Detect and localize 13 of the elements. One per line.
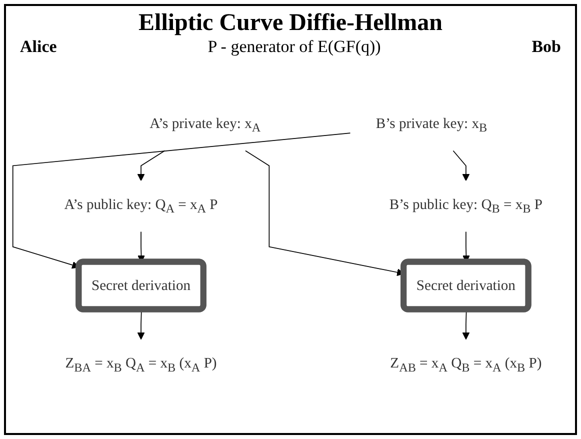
arrow [137, 150, 166, 182]
arrow [12, 132, 351, 269]
diagram-title: Elliptic Curve Diffie-Hellman [138, 10, 442, 37]
note-text: P - generator of E(GF(q)) [208, 37, 381, 57]
party-label: Bob [532, 37, 561, 57]
node-text: B’s public key: Q$_{B}$ = x$_{B}$ P [389, 196, 542, 216]
node-text: A’s private key: x$_{A}$ [150, 115, 261, 136]
node-text: A’s public key: Q$_{A}$ = x$_{A}$ P [64, 196, 218, 216]
node-text: Z$_{BA}$ = x$_{B}$ Q$_{A}$ = x$_{B}$ (x$_{A}$ P) [65, 354, 217, 375]
node-text: B’s private key: x$_{B}$ [376, 115, 488, 136]
party-label: Alice [20, 37, 57, 57]
node-text: Z$_{AB}$ = x$_{A}$ Q$_{B}$ = x$_{A}$ (x$_{B}$ P) [390, 354, 542, 375]
arrow [452, 150, 470, 182]
